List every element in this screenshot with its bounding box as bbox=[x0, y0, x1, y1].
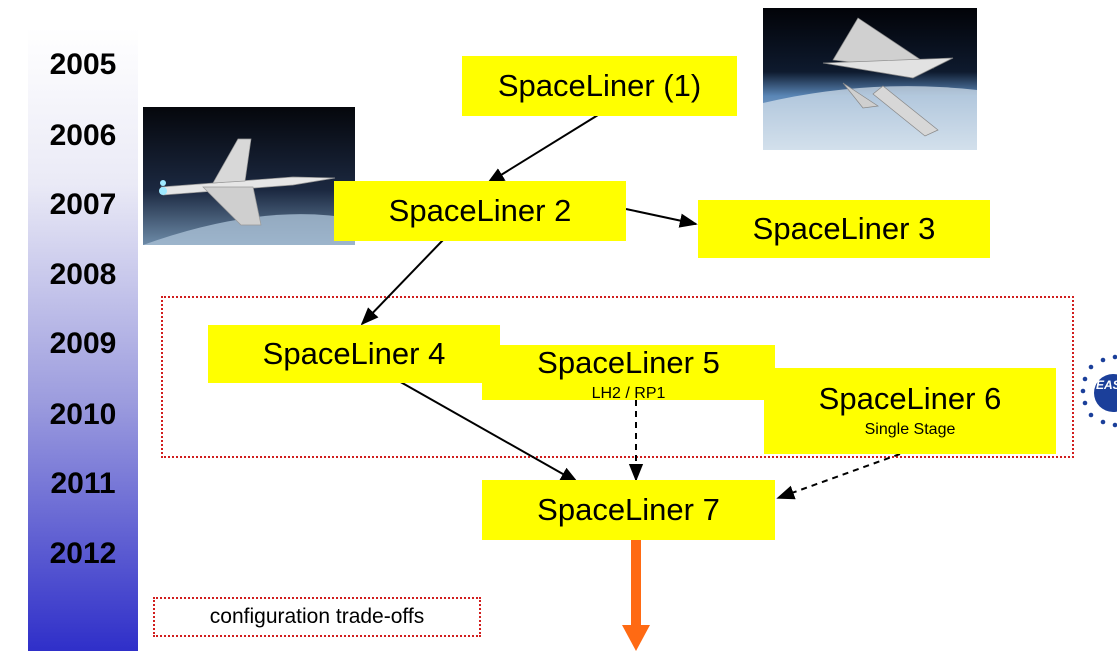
year-label: 2009 bbox=[49, 327, 117, 360]
spaceliner1-image bbox=[763, 8, 977, 150]
node-spaceliner-6: SpaceLiner 6 Single Stage bbox=[764, 368, 1056, 454]
node-spaceliner-1: SpaceLiner (1) bbox=[462, 56, 737, 116]
year-label: 2011 bbox=[50, 467, 116, 500]
node-spaceliner-3: SpaceLiner 3 bbox=[698, 200, 990, 258]
node-label: SpaceLiner 4 bbox=[262, 335, 446, 371]
node-spaceliner-2: SpaceLiner 2 bbox=[334, 181, 626, 241]
year-label: 2006 bbox=[49, 119, 117, 152]
future-arrow-head bbox=[622, 625, 650, 651]
node-label: SpaceLiner 7 bbox=[537, 491, 720, 527]
legend-tradeoffs: configuration trade-offs bbox=[153, 597, 481, 637]
year-label: 2008 bbox=[49, 258, 117, 291]
node-sublabel: Single Stage bbox=[864, 420, 956, 438]
arrow-sl1-to-sl2 bbox=[486, 114, 599, 184]
legend-label: configuration trade-offs bbox=[209, 605, 425, 628]
year-label: 2005 bbox=[49, 48, 117, 81]
spaceliner2-image bbox=[143, 107, 355, 245]
arrow-sl4-to-sl7 bbox=[396, 379, 579, 483]
future-arrow-shaft bbox=[631, 537, 641, 627]
node-label: SpaceLiner (1) bbox=[497, 67, 702, 103]
arrow-sl2-to-sl4 bbox=[360, 239, 444, 326]
arrow-sl6-to-sl7 bbox=[776, 453, 901, 500]
node-label: SpaceLiner 5 bbox=[537, 345, 720, 380]
east-logo: EAST 20 bbox=[1079, 351, 1117, 431]
year-label: 2007 bbox=[49, 188, 117, 221]
tradeoff-region bbox=[161, 296, 1074, 458]
node-spaceliner-7: SpaceLiner 7 bbox=[482, 480, 775, 540]
timeline-bar: 2005 2006 2007 2008 2009 2010 2011 2012 bbox=[28, 28, 138, 651]
year-label: 2012 bbox=[49, 537, 117, 570]
arrow-sl2-to-sl3 bbox=[625, 208, 698, 228]
year-label: 2010 bbox=[49, 398, 117, 431]
node-spaceliner-4: SpaceLiner 4 bbox=[208, 325, 500, 383]
node-label: SpaceLiner 2 bbox=[388, 192, 572, 228]
node-label: SpaceLiner 3 bbox=[752, 210, 936, 246]
node-spaceliner-5: SpaceLiner 5 LH2 / RP1 bbox=[482, 345, 775, 402]
logo-text: EAST 20 bbox=[1096, 378, 1117, 392]
node-sublabel: LH2 / RP1 bbox=[591, 384, 666, 402]
node-label: SpaceLiner 6 bbox=[818, 381, 1002, 417]
